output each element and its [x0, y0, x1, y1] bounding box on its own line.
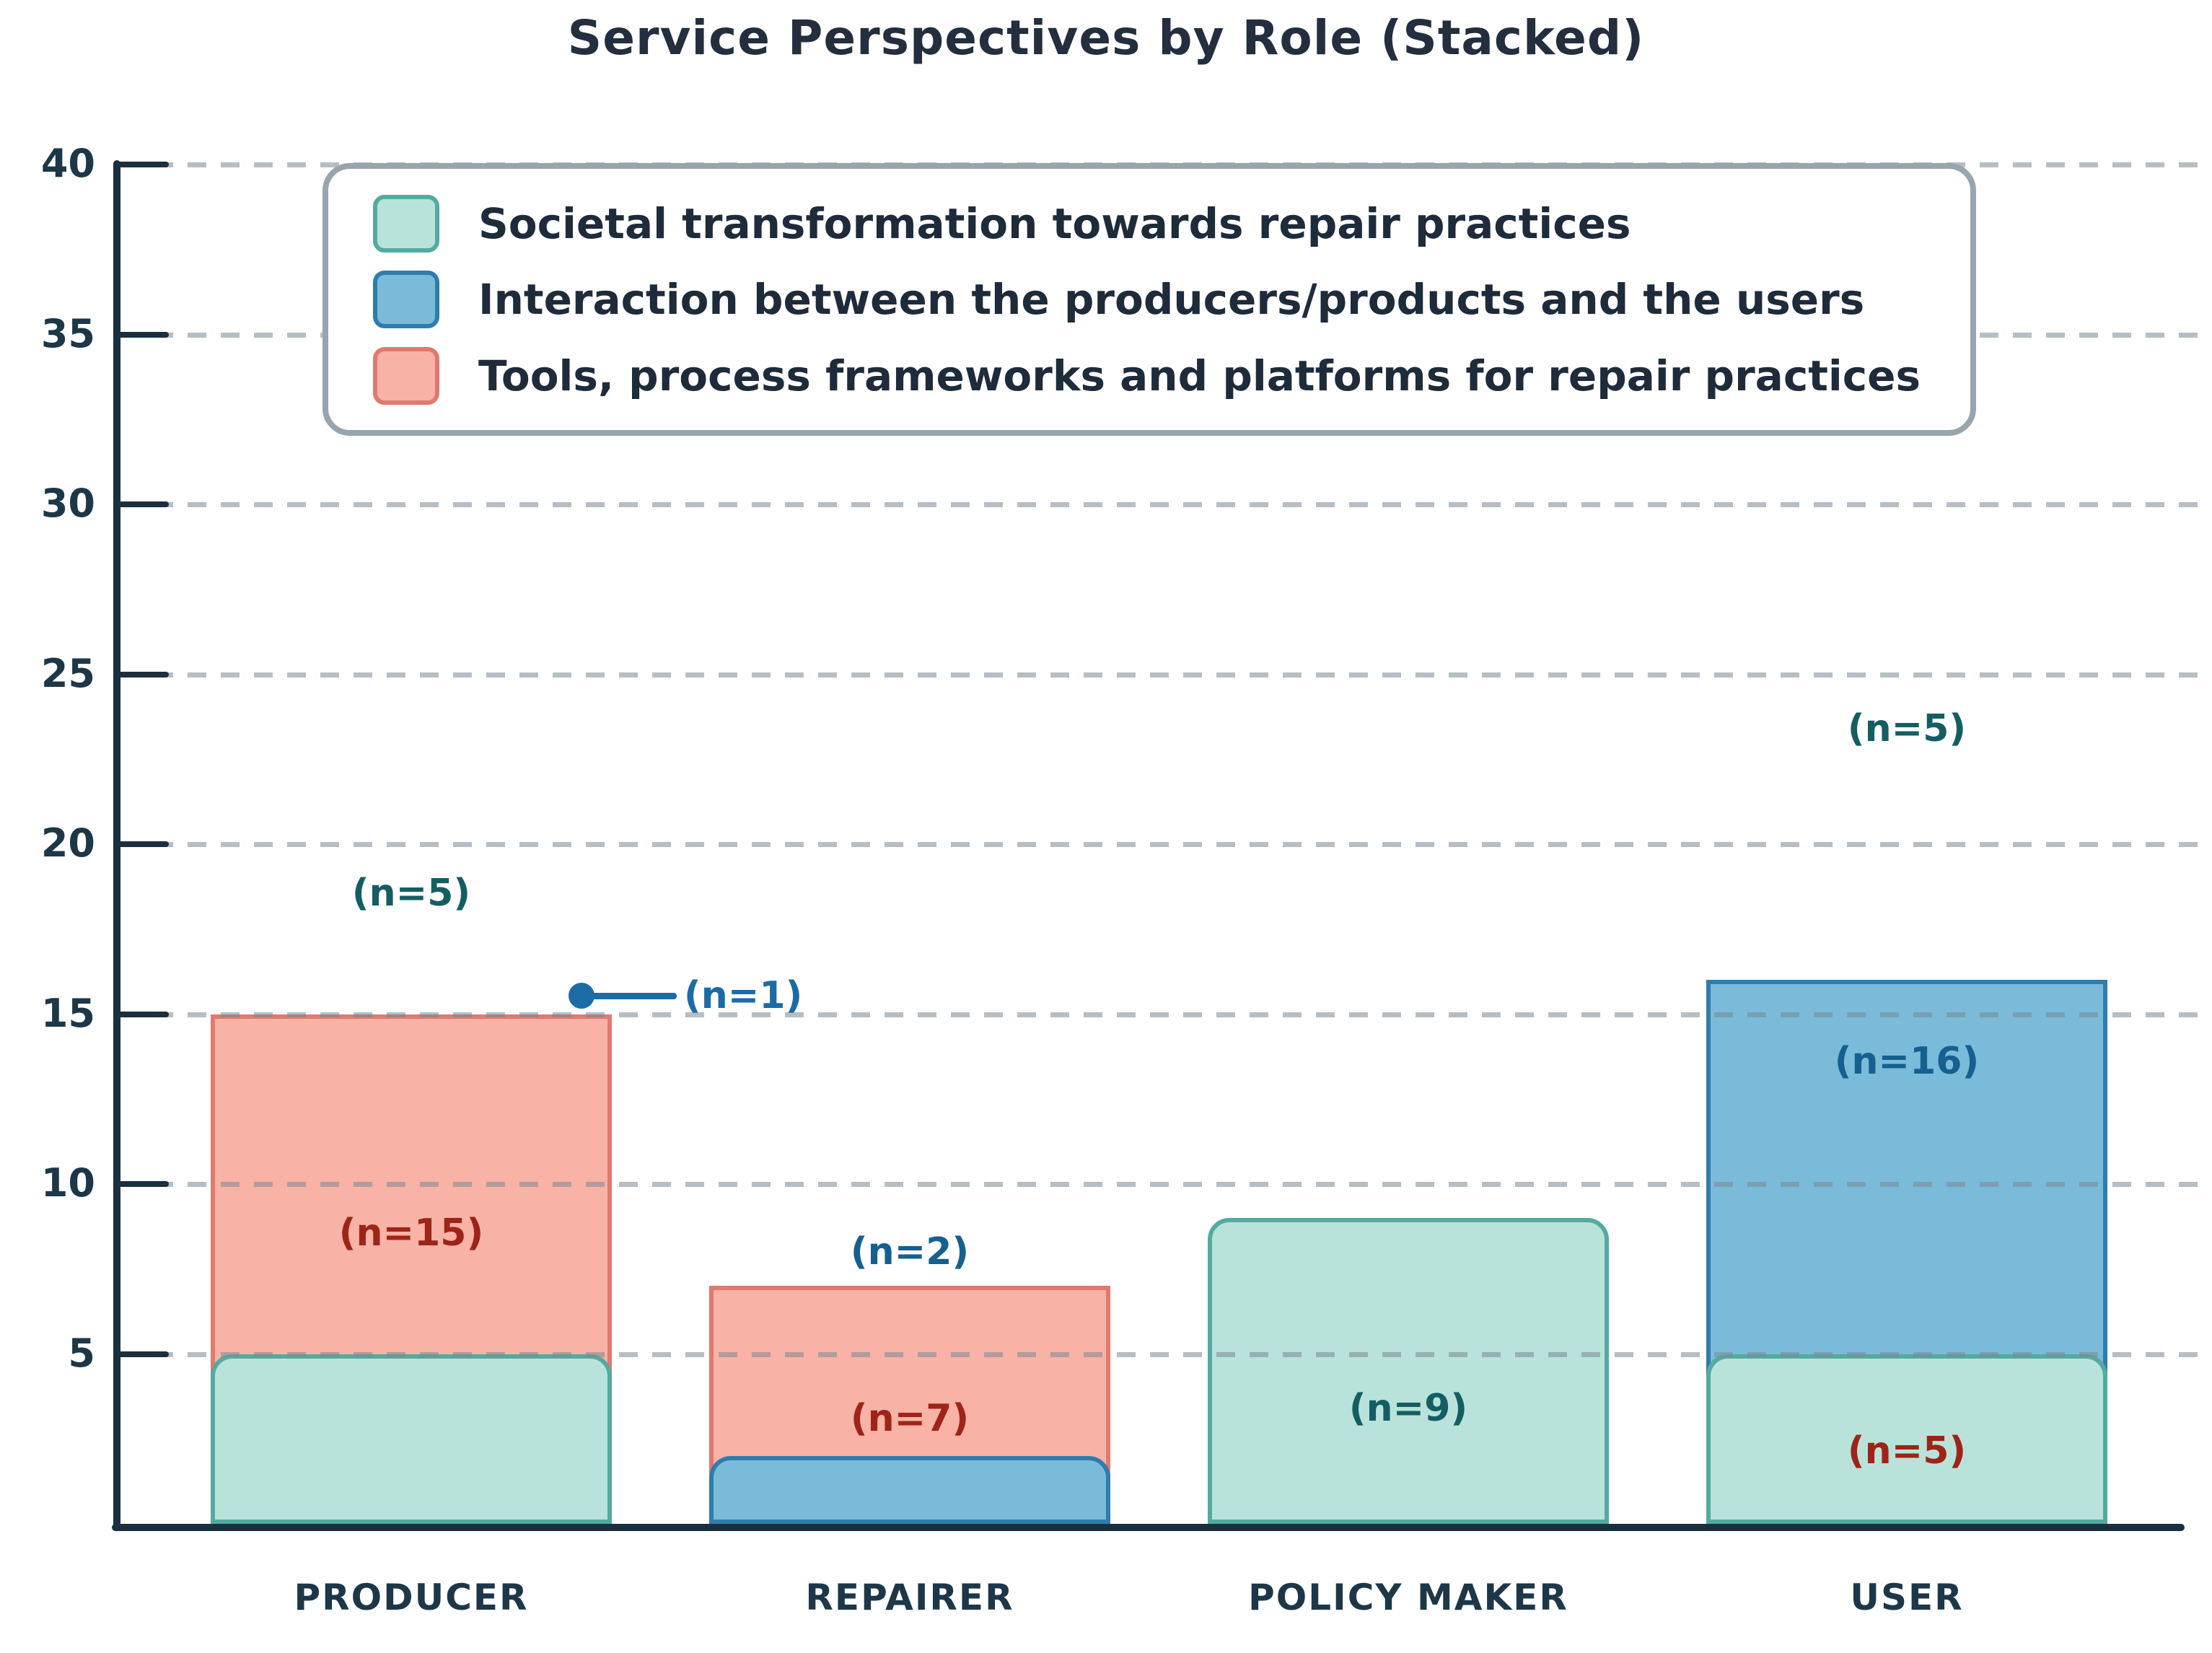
- legend-label-societal: Societal transformation towards repair p…: [478, 198, 1631, 248]
- x-axis-line: [112, 1524, 2185, 1531]
- legend-item-interaction: Interaction between the producers/produc…: [328, 271, 1970, 328]
- bar-annotation: (n=2): [850, 1230, 970, 1274]
- bar-annotation: (n=5): [1847, 1429, 1967, 1473]
- y-tick-label: 20: [40, 820, 95, 866]
- legend-item-societal: Societal transformation towards repair p…: [328, 194, 1970, 253]
- y-tick-icon: [117, 162, 169, 167]
- x-tick-label: USER: [1850, 1577, 1964, 1618]
- bar-annotation: (n=5): [351, 872, 471, 916]
- legend-label-tools: Tools, process frameworks and platforms …: [478, 351, 1921, 400]
- y-tick-icon: [117, 671, 169, 678]
- leader-line: [581, 992, 677, 999]
- y-tick-icon: [117, 1351, 169, 1357]
- y-tick-icon: [117, 841, 169, 847]
- legend-item-tools: Tools, process frameworks and platforms …: [328, 346, 1970, 405]
- chart-title: Service Perspectives by Role (Stacked): [567, 10, 1645, 66]
- legend-label-interaction: Interaction between the producers/produc…: [478, 275, 1865, 324]
- bar-segment: [211, 1354, 612, 1524]
- bar-annotation: (n=16): [1834, 1040, 1980, 1084]
- x-tick-label: POLICY MAKER: [1248, 1577, 1568, 1618]
- y-tick-label: 40: [40, 141, 95, 186]
- bar-annotation: (n=9): [1348, 1386, 1468, 1430]
- x-tick-label: PRODUCER: [294, 1577, 529, 1618]
- y-tick-label: 30: [40, 481, 95, 526]
- y-tick-label: 35: [40, 310, 95, 356]
- y-tick-label: 15: [40, 990, 95, 1036]
- interaction-swatch-icon: [373, 271, 439, 328]
- bar-segment: [1208, 1218, 1609, 1524]
- gridline: [121, 672, 2198, 678]
- bar-annotation: (n=5): [1847, 706, 1967, 750]
- tools-swatch-icon: [373, 346, 439, 405]
- gridline: [121, 502, 2198, 507]
- bar-segment: [709, 1455, 1110, 1524]
- y-tick-icon: [117, 501, 169, 507]
- bar-annotation: (n=7): [850, 1396, 970, 1440]
- gridline: [121, 842, 2198, 847]
- y-tick-icon: [117, 331, 169, 338]
- y-tick-icon: [117, 1011, 169, 1017]
- y-tick-label: 10: [40, 1160, 95, 1206]
- societal-swatch-icon: [373, 194, 439, 253]
- legend: Societal transformation towards repair p…: [322, 163, 1976, 436]
- x-tick-label: REPAIRER: [805, 1577, 1014, 1618]
- bar-annotation: (n=15): [338, 1211, 484, 1255]
- y-tick-icon: [117, 1181, 169, 1187]
- y-tick-label: 5: [68, 1330, 95, 1376]
- y-tick-label: 25: [40, 650, 95, 696]
- y-axis-line: [113, 160, 120, 1530]
- bar-annotation-outside: (n=1): [684, 973, 803, 1017]
